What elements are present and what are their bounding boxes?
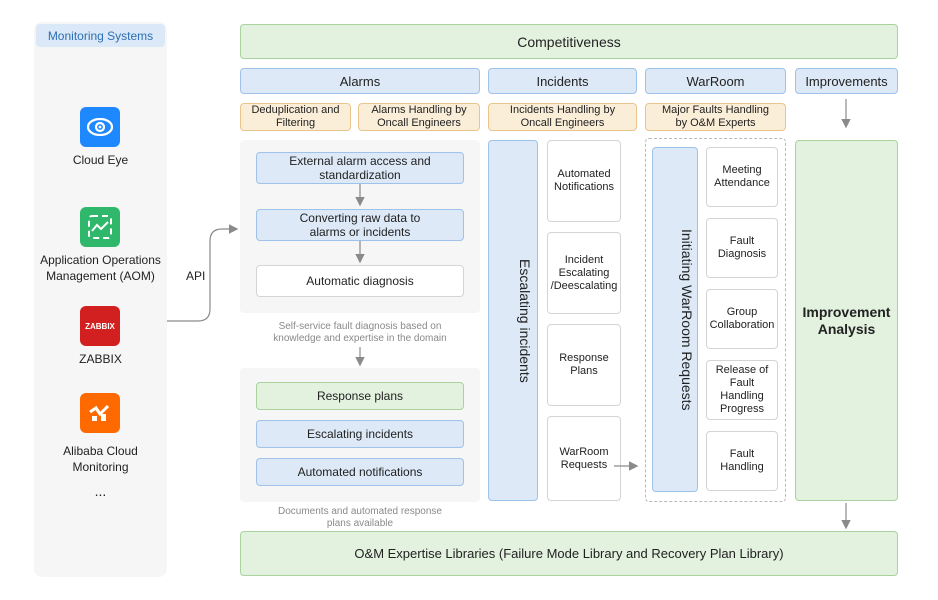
chart-icon	[80, 393, 120, 433]
alarm-step-converting: Converting raw data to alarms or inciden…	[256, 209, 464, 241]
warroom-action-collaboration: Group Collaboration	[706, 289, 778, 349]
warroom-action-meeting: Meeting Attendance	[706, 147, 778, 207]
warroom-action-handling: Fault Handling	[706, 431, 778, 491]
documents-note: Documents and automated response plans a…	[278, 506, 442, 529]
competitiveness-header: Competitiveness	[240, 24, 898, 59]
incident-action-response-plans: Response Plans	[547, 324, 621, 406]
warroom-requests-lane: Initiating WarRoom Requests	[652, 147, 698, 492]
column-incidents: Incidents	[488, 68, 637, 94]
subheader-dedup: Deduplication and Filtering	[240, 103, 351, 131]
self-service-note: Self-service fault diagnosis based on kn…	[273, 321, 447, 344]
incident-action-notifications: Automated Notifications	[547, 140, 621, 222]
alarm-step-access: External alarm access and standardizatio…	[256, 152, 464, 184]
subheader-incidents-handling: Incidents Handling by Oncall Engineers	[488, 103, 637, 131]
warroom-action-diagnosis: Fault Diagnosis	[706, 218, 778, 278]
incident-action-escalating: Incident Escalating /Deescalating	[547, 232, 621, 314]
warroom-requests-label: Initiating WarRoom Requests	[679, 228, 695, 411]
escalating-incidents-lane: Escalating incidents	[488, 140, 538, 501]
subheader-alarms-handling: Alarms Handling by Oncall Engineers	[358, 103, 480, 131]
expertise-libraries-box: O&M Expertise Libraries (Failure Mode Li…	[240, 531, 898, 576]
column-warroom: WarRoom	[645, 68, 786, 94]
system-label-aom: Application Operations Management (AOM)	[40, 253, 161, 283]
escalating-incidents-label: Escalating incidents	[517, 258, 533, 383]
subheader-major-faults: Major Faults Handling by O&M Experts	[645, 103, 786, 131]
graph-icon	[80, 207, 120, 247]
incident-action-warroom-requests: WarRoom Requests	[547, 416, 621, 501]
column-improvements: Improvements	[795, 68, 898, 94]
alarm-step-diagnosis: Automatic diagnosis	[256, 265, 464, 297]
more-indicator: ...	[94, 483, 107, 499]
automated-notifications-box: Automated notifications	[256, 458, 464, 486]
improvement-analysis-box: Improvement Analysis	[795, 140, 898, 501]
api-label: API	[186, 269, 206, 283]
column-alarms: Alarms	[240, 68, 480, 94]
escalating-incidents-box: Escalating incidents	[256, 420, 464, 448]
system-label-cloud-eye: Cloud Eye	[72, 153, 129, 167]
warroom-action-release: Release of Fault Handling Progress	[706, 360, 778, 420]
system-label-alibaba: Alibaba Cloud Monitoring	[63, 444, 138, 474]
response-plans-box: Response plans	[256, 382, 464, 410]
monitoring-title: Monitoring Systems	[36, 24, 165, 47]
warroom-container	[645, 138, 786, 502]
eye-icon	[80, 107, 120, 147]
system-label-zabbix: ZABBIX	[79, 352, 122, 366]
zabbix-logo: ZABBIX	[80, 306, 120, 346]
